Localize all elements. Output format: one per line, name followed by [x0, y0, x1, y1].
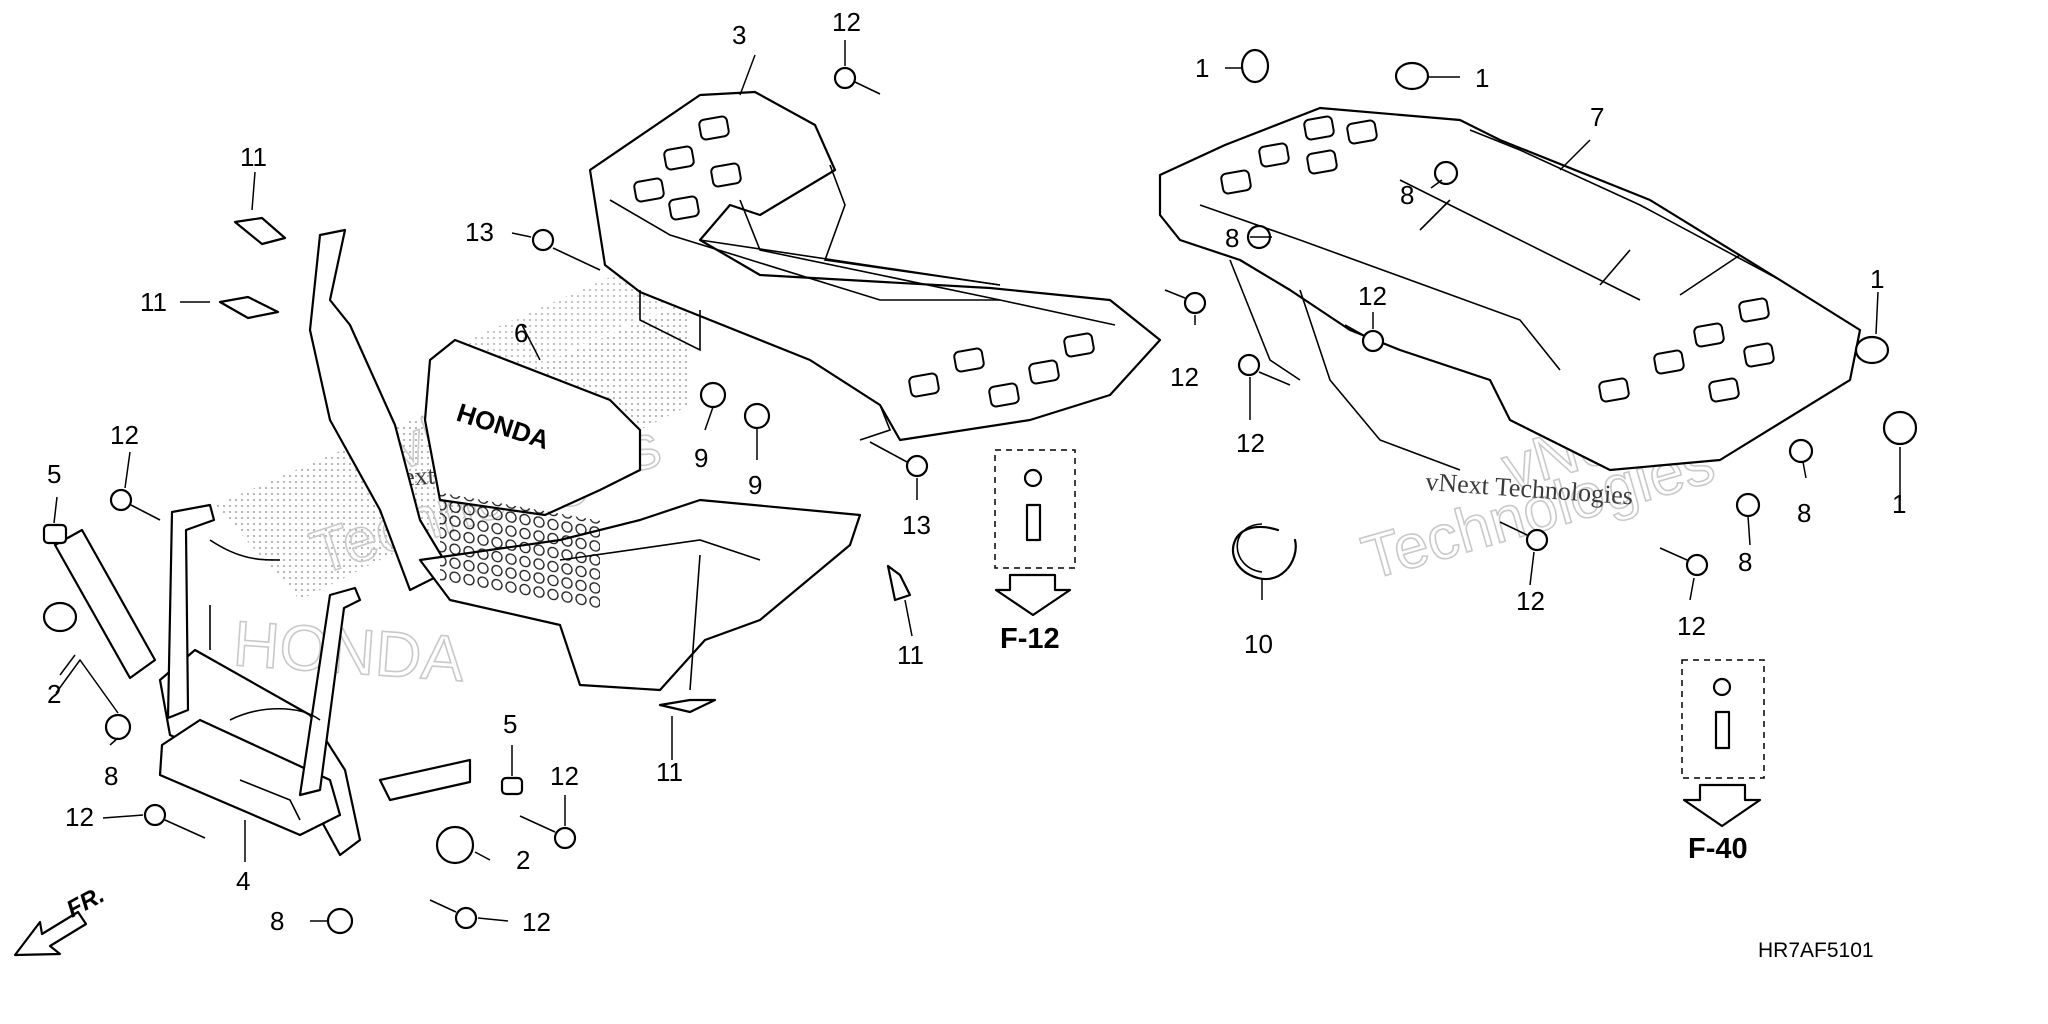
diagram-code: HR7AF5101	[1758, 939, 1874, 962]
callout-2: 2	[516, 845, 530, 875]
callout-6: 6	[514, 318, 528, 348]
cap-icon	[1854, 335, 1890, 365]
callout-12: 12	[1516, 586, 1545, 616]
bolt-icon	[1499, 521, 1549, 552]
callout-1: 1	[1475, 63, 1489, 93]
cap-icon	[42, 601, 78, 633]
bolt-icon	[833, 66, 881, 95]
front-direction-indicator: FR.	[13, 881, 109, 957]
grille-mesh	[440, 492, 600, 611]
cap-icon	[1394, 61, 1430, 91]
callout-labels: 1 1 1 1 2 2 3 4 5 5 6 7 8 8 8 8 8 8 9 9 …	[47, 7, 1906, 937]
nut-icon	[326, 907, 354, 935]
cap-icon	[435, 825, 475, 865]
nut-icon	[699, 381, 727, 409]
callout-13: 13	[465, 217, 494, 247]
callout-9: 9	[694, 443, 708, 473]
bolt-icon	[869, 441, 929, 478]
bolt-icon	[531, 228, 601, 271]
callout-11: 11	[656, 757, 683, 787]
callout-12: 12	[1170, 362, 1199, 392]
front-bumper-guard	[53, 503, 472, 857]
callout-3: 3	[732, 20, 746, 50]
watermark-honda-left: HONDA	[231, 607, 467, 695]
bolt-icon	[1344, 324, 1385, 353]
callout-12: 12	[832, 7, 861, 37]
callout-5: 5	[47, 459, 61, 489]
callout-8: 8	[104, 761, 118, 791]
callout-7: 7	[1590, 102, 1604, 132]
nut-icon	[1735, 492, 1761, 518]
nut-icon	[42, 523, 68, 545]
callout-9: 9	[748, 470, 762, 500]
callout-12: 12	[65, 802, 94, 832]
reference-box-f12: F-12	[994, 449, 1076, 655]
fasteners	[42, 48, 1918, 935]
bolt-icon	[519, 815, 577, 850]
front-arrow-icon	[13, 910, 88, 957]
callout-12: 12	[522, 907, 551, 937]
reference-box-f40: F-40	[1681, 659, 1765, 865]
front-carrier	[588, 90, 1162, 442]
front-grille: HONDA	[423, 338, 642, 611]
callout-11: 11	[897, 640, 924, 670]
rear-carrier	[1158, 106, 1862, 472]
clip-icon	[218, 295, 280, 320]
callout-4: 4	[236, 866, 250, 896]
nut-icon	[1433, 160, 1459, 186]
callout-11: 11	[240, 142, 267, 172]
callout-5: 5	[503, 709, 517, 739]
leader-lines	[53, 40, 1901, 922]
bolt-icon	[1659, 547, 1709, 577]
callout-8: 8	[1225, 223, 1239, 253]
callout-13: 13	[902, 510, 931, 540]
ref-label-f40: F-40	[1688, 833, 1748, 865]
nut-icon	[500, 776, 524, 796]
nut-icon	[1788, 438, 1814, 464]
band-clamp	[1232, 523, 1297, 581]
nut-icon	[104, 713, 132, 741]
nut-icon	[743, 402, 771, 430]
callout-1: 1	[1195, 53, 1209, 83]
cap-icon	[1240, 48, 1270, 84]
bolt-icon	[1237, 353, 1291, 386]
callout-1: 1	[1892, 489, 1906, 519]
bolt-icon	[143, 803, 206, 839]
callout-11: 11	[140, 287, 167, 317]
callout-12: 12	[1677, 611, 1706, 641]
front-carrier-slots	[633, 115, 1095, 408]
ref-label-f12: F-12	[1000, 623, 1060, 655]
callout-10: 10	[1244, 629, 1273, 659]
callout-12: 12	[1236, 428, 1265, 458]
callout-8: 8	[1400, 180, 1414, 210]
clip-icon	[658, 698, 717, 714]
clip-icon	[233, 216, 287, 246]
callout-8: 8	[270, 906, 284, 936]
bolt-icon	[109, 488, 161, 521]
clip-icon	[886, 564, 912, 602]
callout-8: 8	[1738, 547, 1752, 577]
callout-1: 1	[1870, 264, 1884, 294]
callout-8: 8	[1797, 498, 1811, 528]
cap-icon	[1882, 410, 1918, 446]
callout-2: 2	[47, 679, 61, 709]
callout-12: 12	[1358, 281, 1387, 311]
callout-12: 12	[110, 420, 139, 450]
rear-carrier-slots	[1220, 115, 1775, 403]
callout-12: 12	[550, 761, 579, 791]
bolt-icon	[429, 899, 478, 930]
bolt-icon	[1164, 289, 1207, 315]
